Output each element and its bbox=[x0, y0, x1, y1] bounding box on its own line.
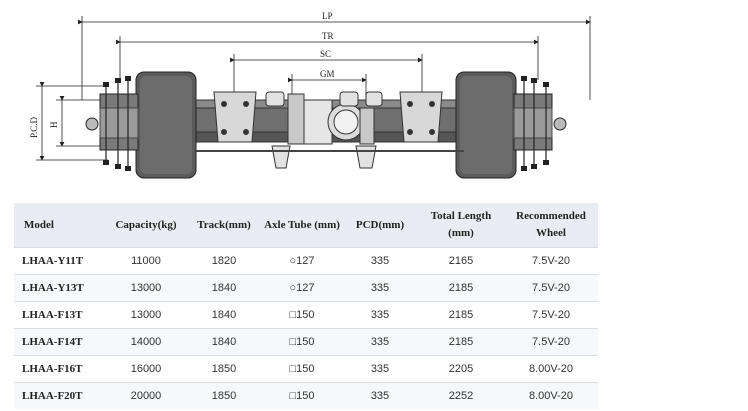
cell-wheel: 7.5V-20 bbox=[504, 301, 598, 329]
header-recommended-wheel: Recommended Wheel bbox=[504, 203, 598, 248]
axle-spec-table: Model Capacity(kg) Track(mm) Axle Tube (… bbox=[14, 203, 598, 409]
cell-model: LHAA-F20T bbox=[14, 382, 106, 409]
table-row: LHAA-F16T 16000 1850 □150 335 2205 8.00V… bbox=[14, 355, 598, 383]
cell-wheel: 7.5V-20 bbox=[504, 274, 598, 302]
header-model: Model bbox=[14, 203, 106, 248]
cell-capacity: 14000 bbox=[106, 328, 186, 356]
cell-pcd: 335 bbox=[342, 274, 418, 302]
cell-model: LHAA-Y11T bbox=[14, 247, 106, 275]
cell-axle-tube: □150 bbox=[262, 355, 342, 383]
right-spring-seat bbox=[399, 91, 443, 143]
cell-model: LHAA-F14T bbox=[14, 328, 106, 356]
header-pcd: PCD(mm) bbox=[342, 203, 418, 248]
cell-total-length: 2205 bbox=[418, 355, 504, 383]
header-axle-tube: Axle Tube (mm) bbox=[262, 203, 342, 248]
cell-axle-tube: ○127 bbox=[262, 247, 342, 275]
cell-pcd: 335 bbox=[342, 382, 418, 409]
cell-track: 1850 bbox=[186, 382, 262, 409]
cell-model: LHAA-F13T bbox=[14, 301, 106, 329]
dim-tr-label: TR bbox=[322, 31, 334, 41]
cell-track: 1840 bbox=[186, 274, 262, 302]
cell-track: 1840 bbox=[186, 328, 262, 356]
table-row: LHAA-Y13T 13000 1840 ○127 335 2185 7.5V-… bbox=[14, 274, 598, 302]
cell-axle-tube: ○127 bbox=[262, 274, 342, 302]
cell-track: 1820 bbox=[186, 247, 262, 275]
left-spring-seat bbox=[213, 91, 257, 143]
cell-total-length: 2185 bbox=[418, 274, 504, 302]
cell-capacity: 16000 bbox=[106, 355, 186, 383]
header-track: Track(mm) bbox=[186, 203, 262, 248]
dim-gm-label: GM bbox=[320, 69, 335, 79]
cell-capacity: 13000 bbox=[106, 274, 186, 302]
dim-sc-label: SC bbox=[320, 49, 331, 59]
table-header-row: Model Capacity(kg) Track(mm) Axle Tube (… bbox=[14, 203, 598, 248]
cell-capacity: 13000 bbox=[106, 301, 186, 329]
dim-lp-label: LP bbox=[322, 11, 333, 21]
table-row: LHAA-Y11T 11000 1820 ○127 335 2165 7.5V-… bbox=[14, 247, 598, 275]
cell-total-length: 2185 bbox=[418, 328, 504, 356]
cell-axle-tube: □150 bbox=[262, 328, 342, 356]
table-row: LHAA-F13T 13000 1840 □150 335 2185 7.5V-… bbox=[14, 301, 598, 329]
table-row: LHAA-F20T 20000 1850 □150 335 2252 8.00V… bbox=[14, 382, 598, 409]
cell-pcd: 335 bbox=[342, 328, 418, 356]
cell-total-length: 2185 bbox=[418, 301, 504, 329]
cell-pcd: 335 bbox=[342, 301, 418, 329]
cell-pcd: 335 bbox=[342, 247, 418, 275]
cell-axle-tube: □150 bbox=[262, 301, 342, 329]
cell-wheel: 7.5V-20 bbox=[504, 247, 598, 275]
cell-wheel: 8.00V-20 bbox=[504, 382, 598, 409]
cell-wheel: 8.00V-20 bbox=[504, 355, 598, 383]
dim-pcd-label: P.C.D bbox=[29, 116, 39, 138]
left-wheel-hub bbox=[85, 71, 197, 179]
cell-total-length: 2252 bbox=[418, 382, 504, 409]
cell-model: LHAA-Y13T bbox=[14, 274, 106, 302]
right-wheel-hub bbox=[455, 71, 567, 179]
cell-pcd: 335 bbox=[342, 355, 418, 383]
cell-axle-tube: □150 bbox=[262, 382, 342, 409]
cell-track: 1850 bbox=[186, 355, 262, 383]
header-total-length: Total Length (mm) bbox=[418, 203, 504, 248]
cell-capacity: 20000 bbox=[106, 382, 186, 409]
cell-total-length: 2165 bbox=[418, 247, 504, 275]
cell-model: LHAA-F16T bbox=[14, 355, 106, 383]
cell-wheel: 7.5V-20 bbox=[504, 328, 598, 356]
dim-h-label: H bbox=[49, 121, 59, 128]
cell-capacity: 11000 bbox=[106, 247, 186, 275]
header-capacity: Capacity(kg) bbox=[106, 203, 186, 248]
table-row: LHAA-F14T 14000 1840 □150 335 2185 7.5V-… bbox=[14, 328, 598, 356]
cell-track: 1840 bbox=[186, 301, 262, 329]
axle-technical-drawing: LP TR SC GM P.C.D H bbox=[29, 11, 591, 179]
